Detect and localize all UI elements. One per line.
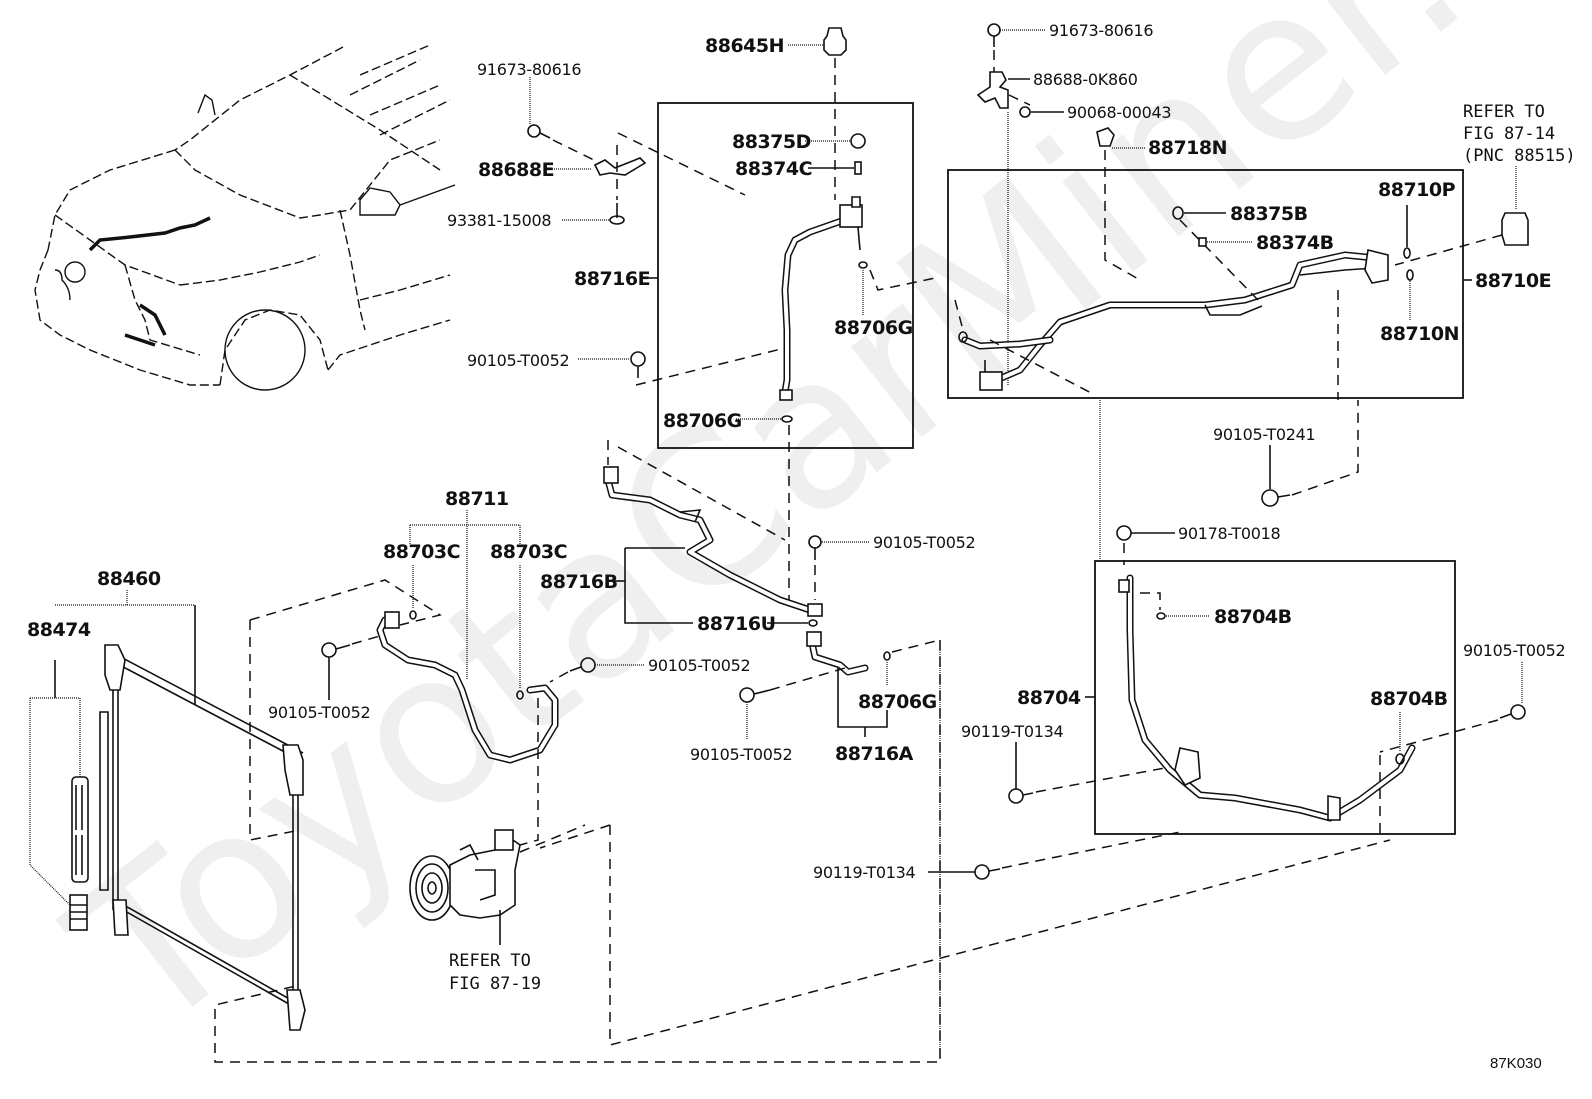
label-88716B: 88716B (540, 571, 618, 593)
label-88688-0K860: 88688-0K860 (1033, 70, 1138, 89)
label-88718N: 88718N (1148, 137, 1227, 159)
label-90105-T0052-right: 90105-T0052 (1463, 641, 1565, 660)
vehicle-illustration (34, 44, 456, 391)
part-93381-15008[interactable]: 93381-15008 (447, 145, 625, 230)
ref-receiver-line3: (PNC 88515) (1463, 146, 1576, 166)
part-88716A[interactable]: 88716A (769, 631, 941, 765)
part-88645H[interactable]: 88645H (705, 27, 847, 200)
label-90105-T0052-b: 90105-T0052 (268, 703, 370, 722)
label-90105-T0052-c: 90105-T0052 (648, 656, 750, 675)
label-90119-T0134-a: 90119-T0134 (961, 722, 1064, 741)
part-88374C[interactable]: 88374C (735, 158, 862, 180)
label-88474: 88474 (27, 619, 91, 641)
label-88374C: 88374C (735, 158, 812, 180)
label-88706G-c: 88706G (858, 691, 937, 713)
part-88704[interactable]: 88704 (1017, 574, 1416, 822)
part-90105-T0052-c[interactable]: 90105-T0052 (549, 656, 751, 683)
part-88711[interactable]: 88711 (249, 488, 559, 846)
reference-receiver[interactable]: REFER TO FIG 87-14 (PNC 88515) (1394, 102, 1576, 266)
label-88703C-a: 88703C (383, 541, 460, 563)
part-90119-T0134-a[interactable]: 90119-T0134 (961, 722, 1171, 804)
part-91673-80616-right[interactable]: 91673-80616 (987, 21, 1154, 75)
label-93381-15008: 93381-15008 (447, 211, 551, 230)
part-88716E[interactable]: 88716E (574, 196, 863, 401)
label-88710E: 88710E (1475, 270, 1551, 292)
label-88716A: 88716A (835, 743, 914, 765)
part-90105-T0052-right[interactable]: 90105-T0052 (1379, 641, 1566, 753)
label-88645H: 88645H (705, 35, 784, 57)
label-90119-T0134-b: 90119-T0134 (813, 863, 916, 882)
label-88704B-b: 88704B (1370, 688, 1448, 710)
label-88711: 88711 (445, 488, 509, 510)
label-90105-T0052-a: 90105-T0052 (467, 351, 569, 370)
ref-receiver-line2: FIG 87-14 (1463, 124, 1555, 144)
label-88716U: 88716U (697, 613, 776, 635)
part-88374B[interactable]: 88374B (1198, 232, 1334, 254)
box-88710E (947, 169, 1464, 399)
label-88706G-a: 88706G (834, 317, 913, 339)
part-88703C-b[interactable]: 88703C (490, 541, 568, 700)
box-88716E (657, 102, 914, 449)
label-88688E: 88688E (478, 159, 554, 181)
label-88374B: 88374B (1256, 232, 1334, 254)
label-88716E: 88716E (574, 268, 650, 290)
compressor[interactable]: REFER TO FIG 87-19 (409, 824, 586, 994)
label-88375D: 88375D (732, 131, 811, 153)
part-88474[interactable]: 88474 (27, 619, 91, 931)
part-88716U[interactable]: 88716U (697, 613, 818, 635)
label-91673-80616-right: 91673-80616 (1049, 21, 1153, 40)
label-88460: 88460 (97, 568, 161, 590)
figure-code: 87K030 (1490, 1055, 1542, 1072)
part-88706G-b[interactable]: 88706G (663, 410, 793, 608)
ref-compressor-line2: FIG 87-19 (449, 974, 541, 994)
part-90068-00043[interactable]: 90068-00043 (1019, 103, 1172, 122)
part-88688E[interactable]: 88688E (478, 132, 746, 196)
part-88375D[interactable]: 88375D (732, 131, 866, 153)
ref-receiver-line1: REFER TO (1463, 102, 1545, 122)
label-88710P: 88710P (1378, 179, 1456, 201)
part-88460[interactable]: 88460 (55, 568, 306, 1031)
label-88710N: 88710N (1380, 323, 1459, 345)
part-90105-T0241[interactable]: 90105-T0241 (1213, 400, 1359, 507)
part-88716B[interactable]: 88716B (540, 440, 823, 624)
part-90105-T0052-a[interactable]: 90105-T0052 (467, 347, 786, 386)
label-88703C-b: 88703C (490, 541, 567, 563)
part-88710N[interactable]: 88710N (1380, 269, 1460, 345)
part-88710E[interactable]: 88710E (954, 249, 1552, 400)
connection-guides (214, 640, 1391, 1063)
part-88706G-c[interactable]: 88706G (858, 651, 937, 713)
part-90105-T0052-d[interactable]: 90105-T0052 (808, 533, 976, 600)
part-88706G-a[interactable]: 88706G (834, 261, 941, 339)
part-88704B-a[interactable]: 88704B (1140, 592, 1292, 628)
label-90178-T0018: 90178-T0018 (1178, 524, 1281, 543)
label-91673-80616-left: 91673-80616 (477, 60, 581, 79)
label-88375B: 88375B (1230, 203, 1308, 225)
part-88704B-b[interactable]: 88704B (1370, 688, 1448, 840)
label-90105-T0241: 90105-T0241 (1213, 425, 1315, 444)
part-90119-T0134-b[interactable]: 90119-T0134 (813, 831, 1181, 882)
part-90105-T0052-b[interactable]: 90105-T0052 (268, 635, 381, 722)
ref-compressor-line1: REFER TO (449, 951, 531, 971)
label-88704: 88704 (1017, 687, 1081, 709)
label-90105-T0052-e: 90105-T0052 (690, 745, 792, 764)
part-88703C-a[interactable]: 88703C (383, 541, 461, 620)
part-90105-T0052-e[interactable]: 90105-T0052 (690, 687, 793, 764)
part-88718N[interactable]: 88718N (1096, 127, 1228, 281)
label-88704B-a: 88704B (1214, 606, 1292, 628)
label-90105-T0052-d: 90105-T0052 (873, 533, 975, 552)
part-88710P[interactable]: 88710P (1378, 179, 1456, 259)
part-88375B[interactable]: 88375B (1172, 203, 1308, 301)
label-90068-00043: 90068-00043 (1067, 103, 1171, 122)
part-88688-0K860[interactable]: 88688-0K860 (976, 70, 1138, 385)
label-88706G-b: 88706G (663, 410, 742, 432)
part-91673-80616-left[interactable]: 91673-80616 (477, 60, 582, 139)
